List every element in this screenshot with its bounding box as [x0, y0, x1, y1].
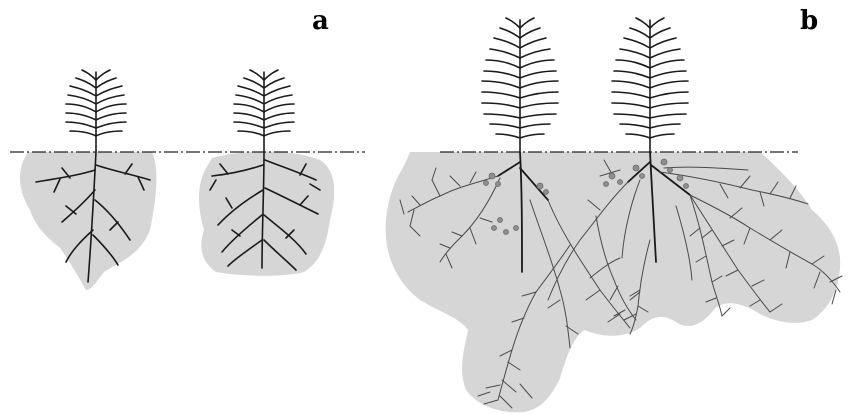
- grass-plant-icon: [234, 70, 294, 152]
- grass-plant-icon: [482, 18, 558, 152]
- panel-label-b: b: [800, 6, 818, 36]
- grass-plant-icon: [612, 18, 688, 152]
- panel-label-a: a: [312, 6, 329, 36]
- root-zone-a2: [199, 152, 334, 276]
- panel-b: [386, 18, 842, 412]
- grass-plant-icon: [66, 70, 126, 152]
- panel-a: [10, 70, 365, 290]
